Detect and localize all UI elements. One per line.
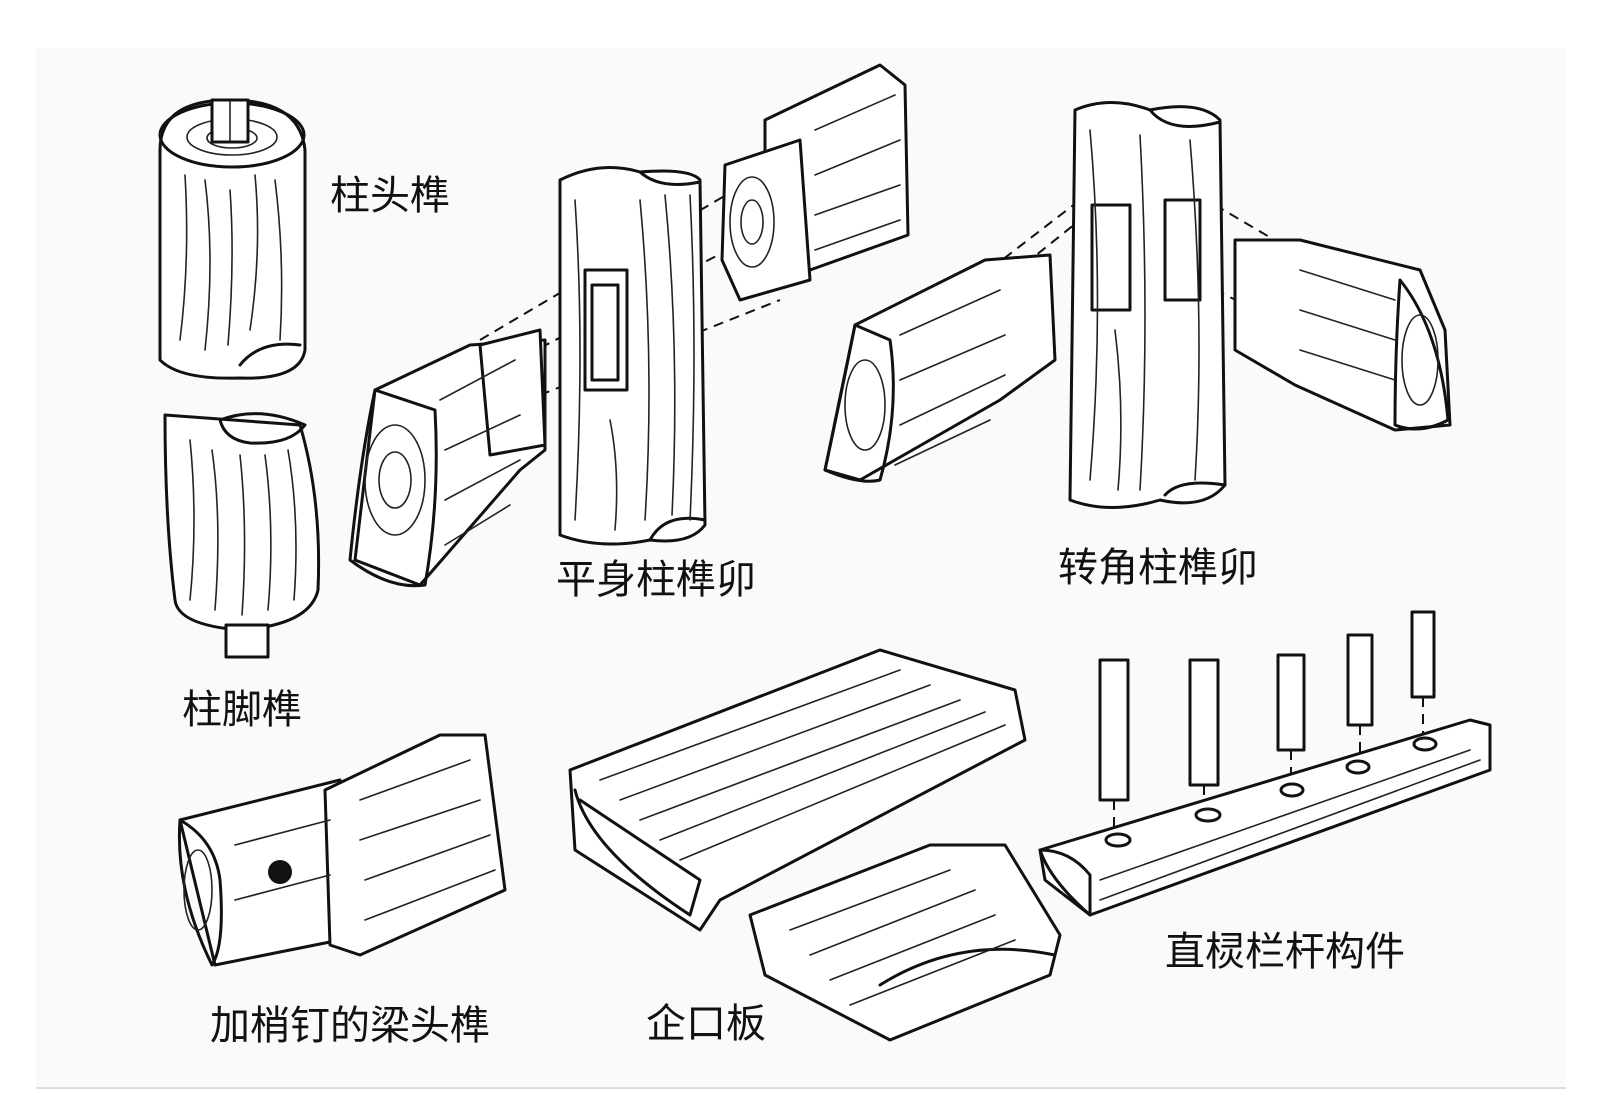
column-foot-tenon-drawing: [163, 412, 321, 659]
straight-column-joint-drawing: [348, 63, 910, 588]
straight-column-joint-label: 平身柱榫卯: [556, 557, 756, 603]
column-head-tenon-drawing: [158, 98, 307, 380]
tongue-groove-board-label: 企口板: [646, 1001, 766, 1047]
column-head-tenon-label: 柱头榫: [330, 173, 450, 219]
tongue-groove-board-drawing: [568, 648, 1062, 1042]
railing-member-drawing: [1038, 610, 1492, 917]
pinned-beam-tenon-drawing: [177, 733, 507, 967]
corner-column-joint-drawing: [823, 101, 1452, 509]
column-foot-tenon-label: 柱脚榫: [182, 687, 302, 733]
corner-column-joint-label: 转角柱榫卯: [1058, 545, 1258, 591]
pinned-beam-tenon-label: 加梢钉的梁头榫: [210, 1003, 490, 1049]
railing-member-label: 直棂栏杆构件: [1165, 929, 1405, 975]
